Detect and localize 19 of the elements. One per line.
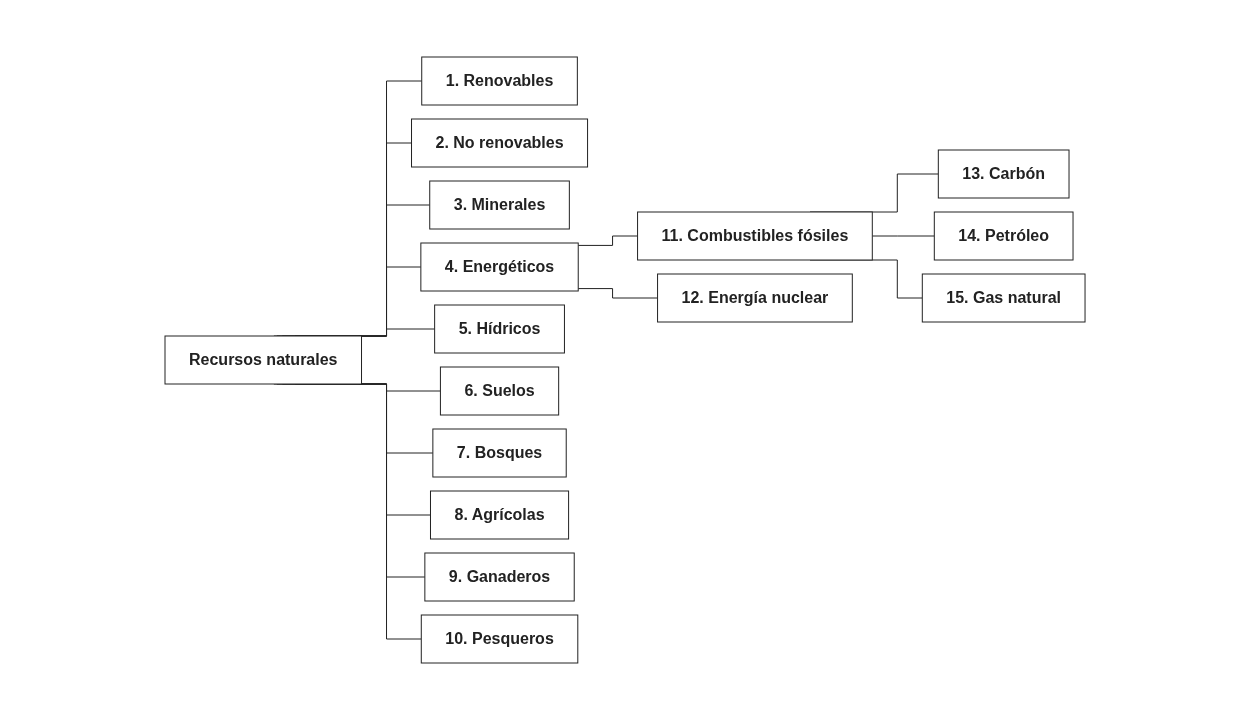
connector (577, 288, 659, 299)
node-box: 14. Petróleo (933, 211, 1074, 261)
connector (871, 235, 935, 237)
node-box: Recursos naturales (164, 335, 362, 385)
node-box: 12. Energía nuclear (657, 273, 853, 323)
node-box: 10. Pesqueros (420, 614, 579, 664)
node-box: 3. Minerales (429, 180, 570, 230)
node-box: 11. Combustibles fósiles (637, 211, 873, 261)
node-box: 8. Agrícolas (429, 490, 570, 540)
node-box: 13. Carbón (937, 149, 1070, 199)
node-box: 6. Suelos (439, 366, 560, 416)
node-box: 1. Renovables (421, 56, 578, 106)
node-box: 2. No renovables (411, 118, 589, 168)
node-box: 9. Ganaderos (424, 552, 575, 602)
node-box: 7. Bosques (432, 428, 567, 478)
node-box: 5. Hídricos (434, 304, 565, 354)
connector (577, 235, 639, 246)
node-box: 15. Gas natural (921, 273, 1086, 323)
node-box: 4. Energéticos (420, 242, 579, 292)
